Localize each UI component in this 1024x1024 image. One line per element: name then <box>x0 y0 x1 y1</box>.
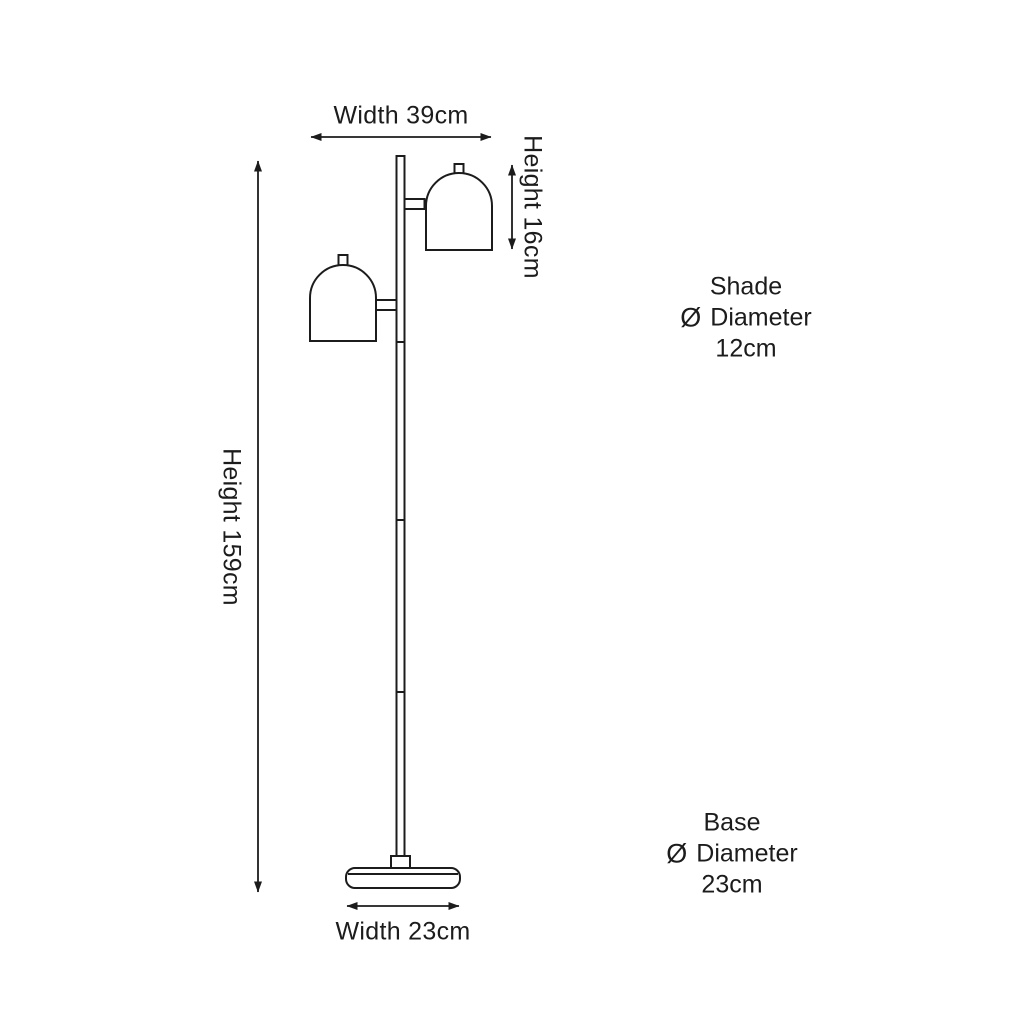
base-width-label: Width 23cm <box>335 917 471 946</box>
base-plate <box>345 867 461 889</box>
lamp-pole <box>395 155 406 863</box>
shade-annotation-label: Diameter <box>710 303 812 332</box>
base-annotation-title: Base <box>703 808 761 837</box>
top-width-label: Width 39cm <box>333 101 469 130</box>
base-annotation-label: Diameter <box>696 839 798 868</box>
lower-shade-bracket <box>375 299 398 311</box>
upper-lamp-shade <box>425 172 493 251</box>
floor-lamp-drawing <box>309 155 493 889</box>
diameter-icon: Ø <box>680 302 702 333</box>
shade-annotation-value: 12cm <box>715 334 777 363</box>
dimension-arrows <box>254 133 516 910</box>
overall-height-label: Height 159cm <box>217 448 246 606</box>
base-diameter-annotation: Base Ø Diameter 23cm <box>666 808 797 901</box>
lower-lamp-shade <box>309 264 377 342</box>
upper-shade-bracket <box>403 198 426 210</box>
shade-annotation-title: Shade <box>709 272 783 301</box>
shade-diameter-annotation: Shade Ø Diameter 12cm <box>680 272 811 365</box>
base-annotation-value: 23cm <box>701 870 763 899</box>
diameter-icon: Ø <box>666 838 688 869</box>
shade-height-label: Height 16cm <box>518 135 547 279</box>
